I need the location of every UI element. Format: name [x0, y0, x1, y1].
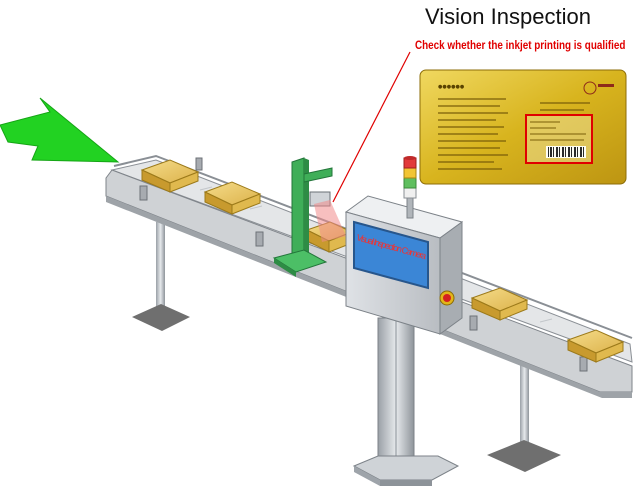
- camera-beam: [314, 200, 346, 242]
- camera-stand: [272, 157, 333, 277]
- inspection-cabinet: Visual Inspection Camera: [344, 195, 464, 335]
- conveyor-legs: [132, 222, 561, 472]
- product-box: [140, 159, 200, 193]
- cabinet-post: [352, 317, 460, 486]
- green-arrow-icon: [0, 97, 120, 163]
- product-box: [470, 287, 529, 321]
- emergency-stop-icon: [439, 290, 455, 306]
- diagram-subtitle: Check whether the inkjet printing is qua…: [415, 40, 626, 52]
- signal-tower-icon: [403, 156, 417, 219]
- diagram-title: Vision Inspection: [425, 4, 591, 29]
- barcode: [546, 146, 586, 158]
- touch-screen: [353, 220, 429, 290]
- product-boxes: [140, 159, 625, 363]
- product-box: [566, 329, 625, 363]
- product-box: [203, 181, 262, 215]
- inspected-label-card: ●●●●●●: [419, 69, 627, 185]
- annotation-leader: [332, 51, 411, 203]
- svg-text:●●●●●●: ●●●●●●: [438, 84, 465, 90]
